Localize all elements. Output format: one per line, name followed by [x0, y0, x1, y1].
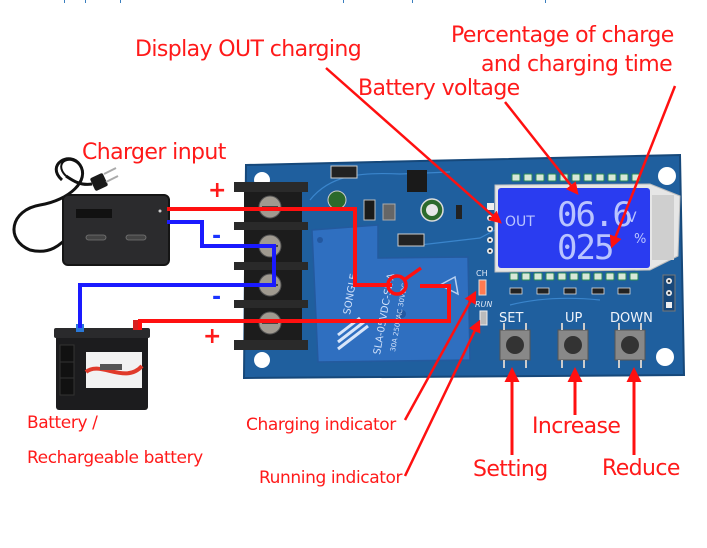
lcd-display: OUT 06.6 V 025 % [494, 173, 681, 281]
terminal-minus-1: - [212, 224, 222, 249]
label-charger-input: Charger input [82, 140, 226, 165]
charger-body [62, 194, 170, 266]
negative-wire [78, 220, 276, 328]
mount-hole [658, 167, 676, 185]
clipped-text-fragment [343, 0, 344, 3]
diode [397, 233, 425, 247]
diode-d2 [363, 199, 376, 221]
inductor [382, 203, 396, 221]
lcd-voltage-value: 06.6 [557, 195, 631, 235]
set-button-label: SET [499, 311, 523, 326]
label-battery-voltage: Battery voltage [358, 76, 520, 101]
label-battery-line1: Battery / [27, 413, 98, 433]
terminal-plus-bottom: + [203, 324, 222, 349]
arrow-charging-indicator [403, 290, 477, 421]
lcd-out-indicator: OUT [505, 214, 535, 230]
diode-d3 [330, 165, 358, 179]
clipped-text-fragment [85, 0, 86, 3]
lcd-voltage-unit: V [627, 210, 637, 226]
label-charging-indicator: Charging indicator [246, 415, 396, 435]
arrow-display-out [325, 67, 502, 224]
battery-positive-wire [138, 284, 451, 330]
label-percentage-line1: Percentage of charge [451, 23, 674, 48]
down-button-label: DOWN [610, 311, 653, 326]
ic-chip [407, 170, 427, 192]
relay-switch-symbol [386, 274, 408, 296]
header-pins-right [662, 274, 676, 312]
terminal-plus-top: + [208, 178, 227, 203]
label-reduce: Reduce [602, 456, 680, 481]
charger-device [12, 157, 170, 266]
mount-hole [656, 348, 674, 366]
charging-led [478, 279, 487, 296]
label-battery-line2: Rechargeable battery [27, 448, 203, 468]
battery-device [54, 320, 150, 410]
clipped-text-fragment [64, 0, 65, 3]
mount-hole [254, 352, 270, 368]
up-button[interactable]: UP [557, 311, 589, 368]
smd-resistors [509, 287, 631, 295]
led-run-label: RUN [475, 300, 492, 309]
capacitor-c4 [456, 205, 462, 219]
label-display-out-charging: Display OUT charging [135, 37, 362, 62]
label-setting: Setting [473, 457, 548, 482]
capacitor [327, 190, 347, 210]
charger-label [76, 209, 112, 218]
led-ch-label: CH [476, 269, 488, 278]
label-percentage-line2: and charging time [481, 52, 673, 77]
lcd-pins-top [511, 173, 641, 182]
down-button[interactable]: DOWN [610, 311, 653, 368]
terminal-minus-2: - [212, 285, 222, 310]
clipped-text-fragment [412, 0, 413, 3]
charger-positive-wire [167, 207, 392, 287]
button-cap[interactable] [621, 336, 639, 354]
arrow-battery-voltage [504, 101, 579, 195]
set-button[interactable]: SET [499, 311, 531, 368]
lcd-percent-unit: % [634, 232, 646, 247]
clipped-text-fragment [545, 0, 546, 3]
arrow-running-indicator [403, 319, 481, 477]
arrow-percentage [609, 85, 677, 249]
button-cap[interactable] [506, 336, 524, 354]
lcd-percent-value: 025 [557, 228, 612, 268]
running-led [479, 310, 488, 326]
clipped-text-fragment [120, 0, 121, 3]
battery-positive-terminal [133, 320, 141, 330]
button-cap[interactable] [564, 336, 582, 354]
lcd-pins-bottom [509, 272, 639, 281]
up-button-label: UP [565, 311, 583, 326]
label-running-indicator: Running indicator [259, 468, 403, 488]
plug-icon [65, 167, 119, 191]
label-increase: Increase [532, 414, 621, 439]
